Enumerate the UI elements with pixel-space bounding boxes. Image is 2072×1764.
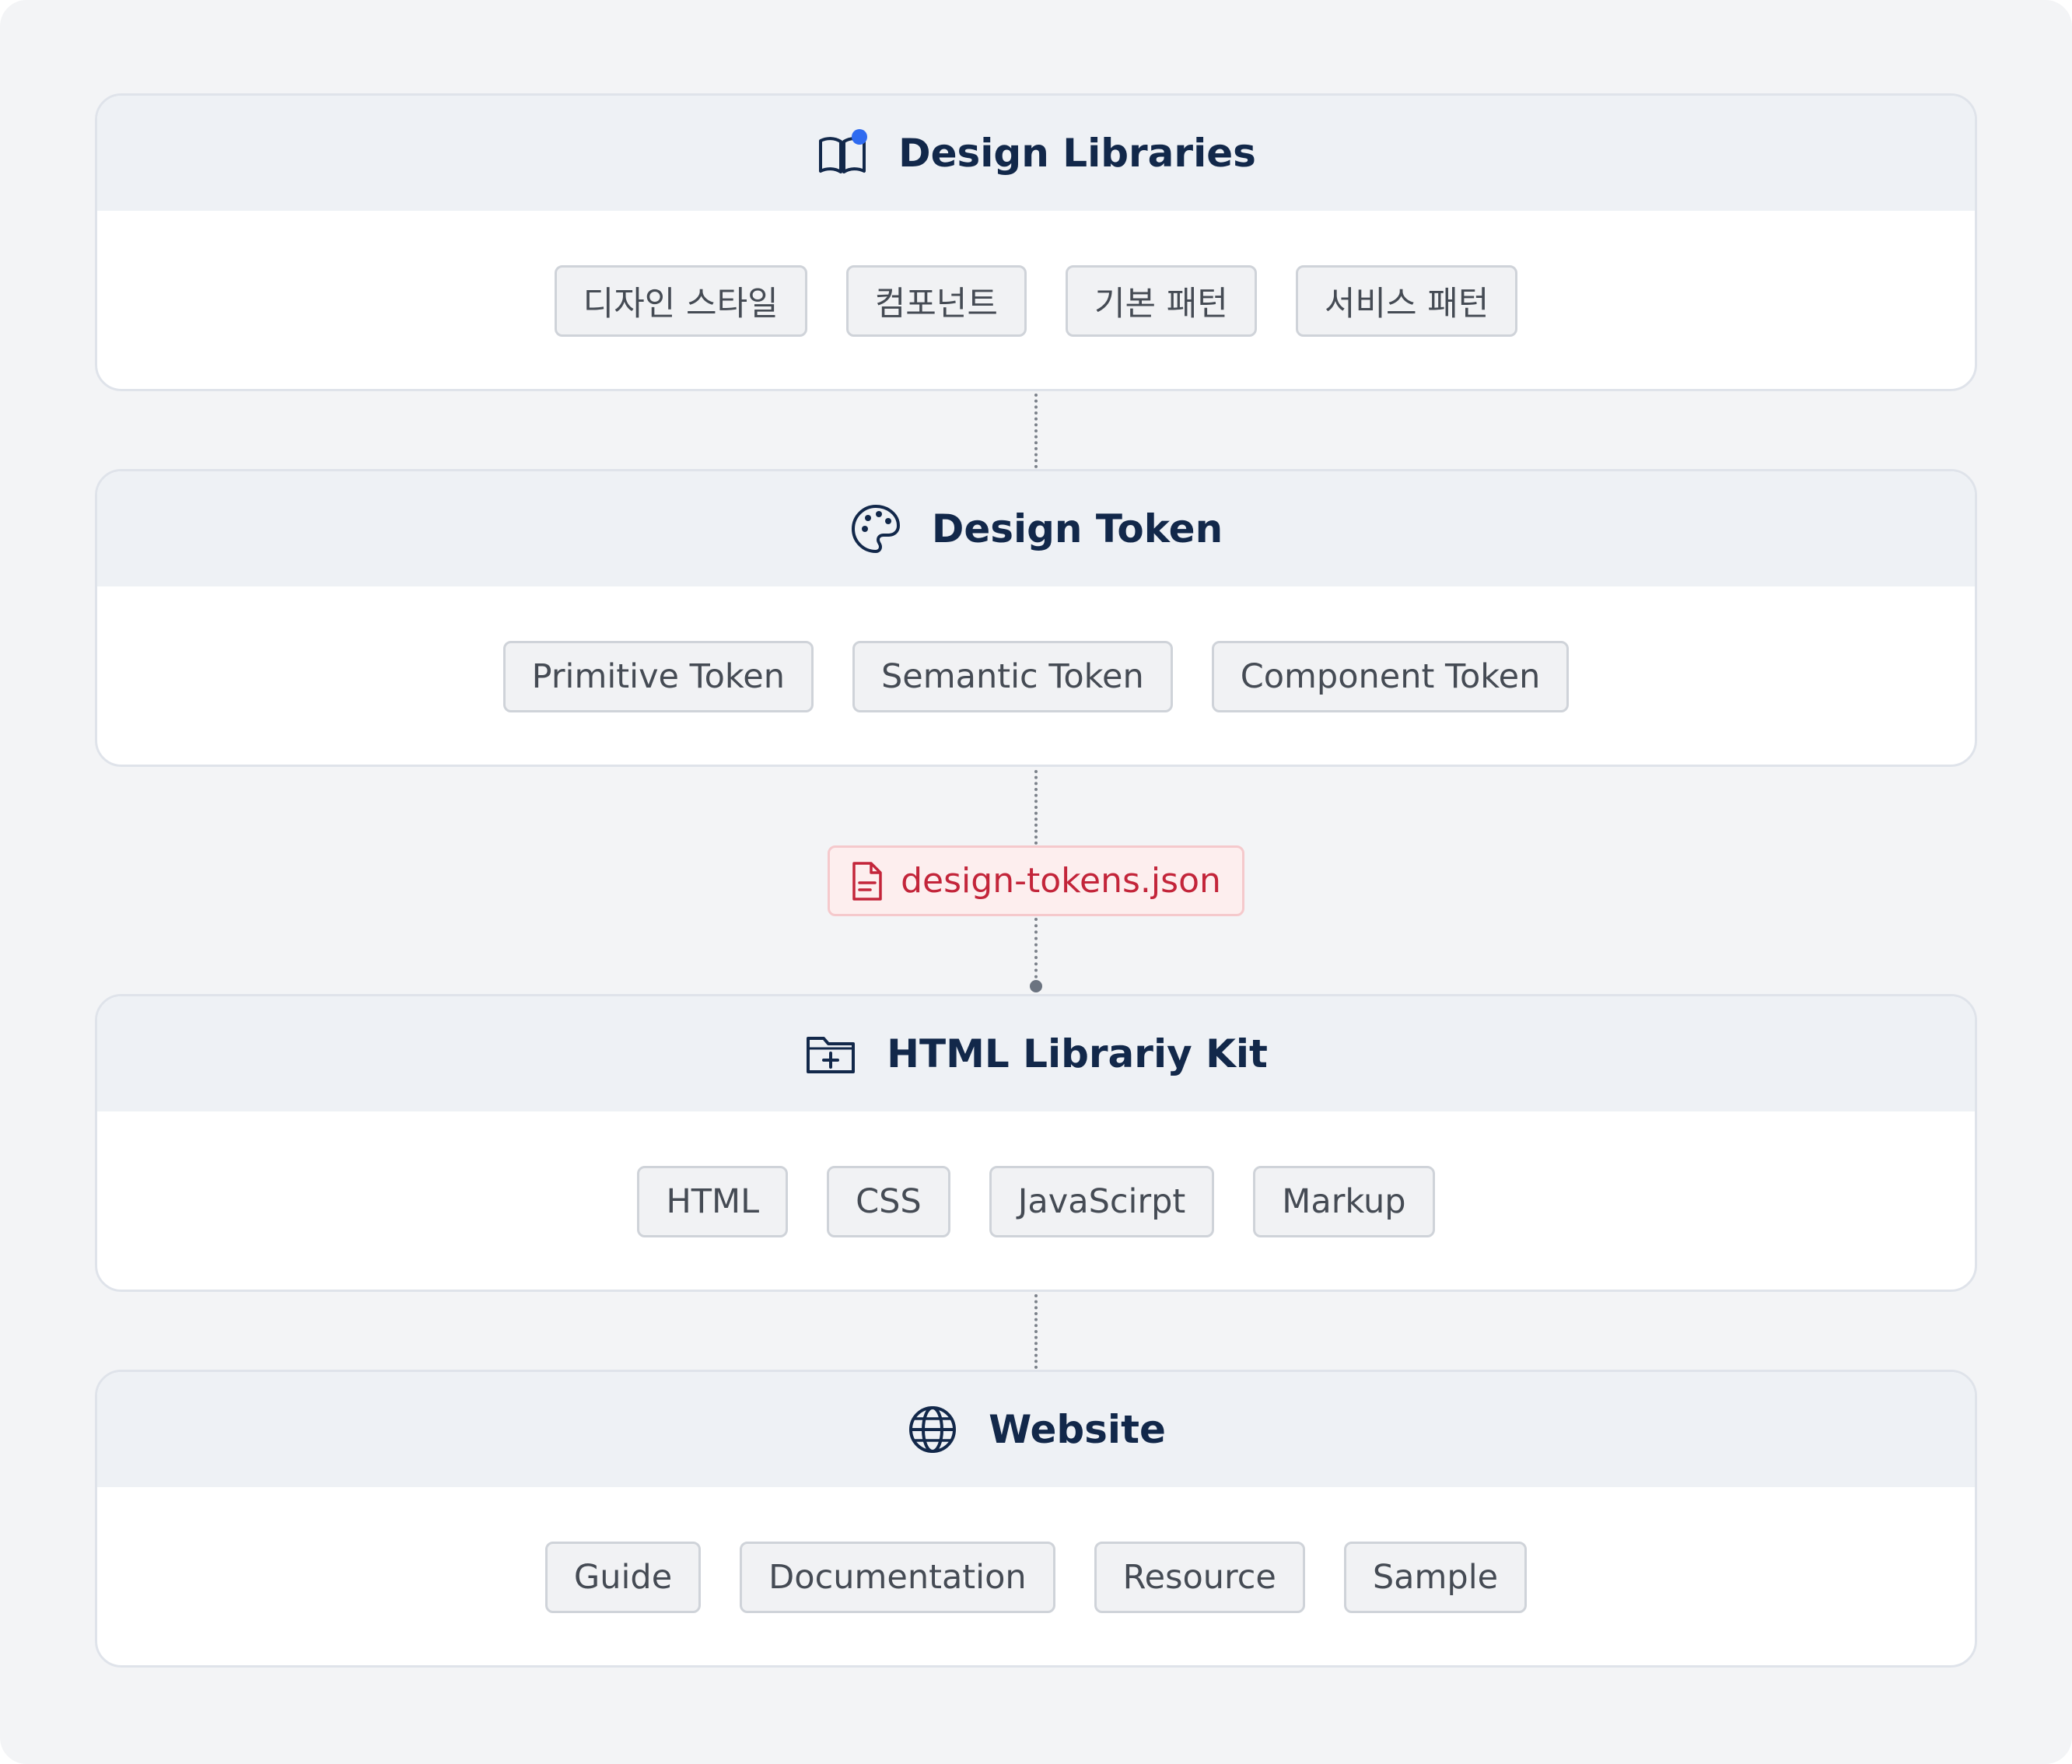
chip: 디자인 스타일 (554, 265, 807, 337)
card-header: HTML Librariy Kit (97, 996, 1975, 1111)
card-body: HTML CSS JavaScirpt Markup (97, 1111, 1975, 1290)
connector-dot (1030, 980, 1042, 992)
card-body: Primitive Token Semantic Token Component… (97, 586, 1975, 765)
palette-icon (849, 502, 902, 555)
chip: Documentation (740, 1542, 1055, 1613)
card-header: Website (97, 1372, 1975, 1487)
card-title: Design Token (931, 506, 1223, 551)
chip: 기본 패턴 (1065, 265, 1257, 337)
connector-line (1034, 918, 1038, 985)
connector-line (1034, 1294, 1038, 1369)
card-design-libraries: Design Libraries 디자인 스타일 컴포넌트 기본 패턴 서비스 … (95, 93, 1977, 391)
file-text-icon (851, 860, 884, 902)
card-header: Design Token (97, 471, 1975, 586)
chip: HTML (637, 1166, 789, 1237)
card-header: Design Libraries (97, 96, 1975, 211)
card-title: HTML Librariy Kit (887, 1031, 1268, 1076)
chip: Sample (1343, 1542, 1528, 1613)
chip: 서비스 패턴 (1295, 265, 1518, 337)
book-icon (816, 127, 869, 180)
card-design-token: Design Token Primitive Token Semantic To… (95, 469, 1977, 767)
file-name: design-tokens.json (901, 861, 1221, 901)
chip: Component Token (1211, 641, 1570, 712)
chip: Semantic Token (852, 641, 1173, 712)
card-html-library-kit: HTML Librariy Kit HTML CSS JavaScirpt Ma… (95, 994, 1977, 1292)
folder-plus-icon (804, 1027, 857, 1080)
card-website: Website Guide Documentation Resource Sam… (95, 1370, 1977, 1668)
card-body: 디자인 스타일 컴포넌트 기본 패턴 서비스 패턴 (97, 211, 1975, 389)
card-title: Design Libraries (898, 131, 1256, 176)
chip: Resource (1094, 1542, 1305, 1613)
chip: Markup (1253, 1166, 1435, 1237)
card-title: Website (989, 1407, 1166, 1452)
chip: CSS (827, 1166, 950, 1237)
connector-line (1034, 770, 1038, 845)
card-body: Guide Documentation Resource Sample (97, 1487, 1975, 1665)
chip: Primitive Token (502, 641, 814, 712)
file-badge: design-tokens.json (828, 845, 1244, 916)
chip: 컴포넌트 (845, 265, 1027, 337)
chip: JavaScirpt (989, 1166, 1215, 1237)
globe-icon (906, 1403, 959, 1456)
connector-line (1034, 394, 1038, 468)
chip: Guide (544, 1542, 702, 1613)
